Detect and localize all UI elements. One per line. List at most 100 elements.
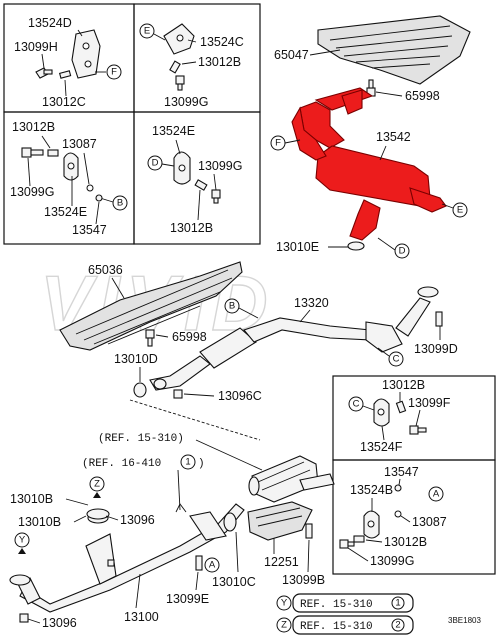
label-13547-r2: 13547 — [384, 465, 419, 479]
callout-c-box-r1 — [348, 396, 364, 412]
svg-text:REF. 15-310: REF. 15-310 — [300, 621, 373, 633]
label-13087-box3: 13087 — [62, 137, 97, 151]
label-13012c: 13012C — [42, 95, 86, 109]
svg-text:1: 1 — [395, 598, 400, 609]
svg-text:D: D — [152, 158, 159, 169]
label-13010c: 13010C — [212, 575, 256, 589]
hanger-13524b — [363, 510, 380, 539]
bushing-13012b-box4 — [194, 179, 208, 191]
label-13524d: 13524D — [28, 16, 72, 30]
label-13099g-r2: 13099G — [370, 554, 414, 568]
gasket-13010d — [133, 382, 147, 398]
drawing-code: 3BE1803 — [448, 616, 481, 625]
bushing-13012b-box2 — [169, 60, 181, 74]
label-13099g-box4: 13099G — [198, 159, 242, 173]
svg-text:): ) — [198, 458, 205, 470]
label-13524c: 13524C — [200, 35, 244, 49]
callout-f-box1 — [106, 64, 122, 80]
label-13100: 13100 — [124, 610, 159, 624]
label-13542: 13542 — [376, 130, 411, 144]
svg-text:REF. 15-310: REF. 15-310 — [300, 599, 373, 611]
label-12251: 12251 — [264, 555, 299, 569]
nut-13096-pipe — [107, 559, 115, 567]
svg-text:C: C — [353, 399, 360, 410]
callout-y-bottom — [14, 532, 30, 548]
bolt-13099d — [435, 311, 443, 327]
ref-15-310-top: (REF. 15-310) — [98, 433, 184, 445]
nut-13096-bottom — [19, 613, 29, 623]
nut-13096c — [173, 389, 183, 399]
ref-arrow-16-410 — [175, 503, 187, 513]
label-13012b-box4: 13012B — [170, 221, 213, 235]
label-13010d: 13010D — [114, 352, 158, 366]
label-13012b-r1: 13012B — [382, 378, 425, 392]
label-65998-mid: 65998 — [172, 330, 207, 344]
label-13099e: 13099E — [166, 592, 209, 606]
bracket-13524d — [71, 29, 101, 79]
label-13524e-box4: 13524E — [152, 124, 195, 138]
bushing-13012b-box3 — [47, 149, 59, 157]
label-13096c: 13096C — [218, 389, 262, 403]
svg-text:Z: Z — [281, 620, 287, 631]
callout-a-bottom — [204, 557, 220, 573]
svg-text:Y: Y — [281, 598, 288, 609]
catalytic-converter — [248, 455, 335, 503]
svg-text:A: A — [433, 489, 440, 500]
detail-box-13524b — [332, 459, 496, 575]
bolt-13099g-box2 — [175, 75, 185, 91]
bolt-13099g-box3 — [21, 147, 44, 158]
under-shield-12251 — [247, 501, 313, 541]
svg-text:E: E — [457, 205, 463, 216]
svg-text:C: C — [393, 354, 400, 365]
label-13524b: 13524B — [350, 483, 393, 497]
svg-text:A: A — [209, 560, 216, 571]
hanger-13524e-box4 — [173, 151, 191, 185]
svg-text:D: D — [399, 246, 406, 257]
washer-13087-box3 — [86, 184, 94, 192]
label-13524f: 13524F — [360, 440, 403, 454]
heat-shield-65036 — [59, 261, 243, 351]
label-13099f: 13099F — [408, 396, 451, 410]
label-13012b-box2: 13012B — [198, 55, 241, 69]
hanger-13524f — [373, 398, 390, 427]
svg-text:E: E — [144, 26, 150, 37]
svg-text:Y: Y — [19, 535, 26, 546]
bracket-13524c — [163, 23, 195, 55]
label-13087-r2: 13087 — [412, 515, 447, 529]
nut-13547-r2 — [394, 484, 402, 492]
bushing-13012c — [58, 70, 72, 79]
bolt-65998-top — [366, 79, 376, 97]
front-pipe-13100 — [9, 503, 245, 613]
callout-e-main — [452, 202, 468, 218]
bolt-13099b — [305, 523, 313, 539]
bolt-13099h — [35, 67, 53, 79]
label-65036: 65036 — [88, 263, 123, 277]
label-65998-top: 65998 — [405, 89, 440, 103]
heat-shield-65047 — [317, 15, 471, 85]
bolt-13099g-box4 — [211, 189, 221, 204]
main-muffler-13542 — [291, 87, 447, 241]
legend-z: Z REF. 15-310 2 — [276, 615, 414, 635]
label-13012b-r2: 13012B — [384, 535, 427, 549]
label-13096: 13096 — [120, 513, 155, 527]
bolt-13099e — [195, 555, 203, 571]
nut-13547-box3 — [95, 194, 103, 202]
svg-text:2: 2 — [395, 620, 400, 631]
bushing-13012b-r1 — [395, 400, 407, 414]
svg-text:Z: Z — [94, 479, 100, 490]
svg-text:B: B — [229, 301, 235, 312]
callout-d-box4 — [147, 155, 163, 171]
callout-b-box3 — [112, 195, 128, 211]
bushing-13012b-r2 — [353, 535, 365, 543]
svg-text:B: B — [117, 198, 123, 209]
label-13010e: 13010E — [276, 240, 319, 254]
svg-text:1: 1 — [185, 457, 190, 468]
label-13524e-box3: 13524E — [44, 205, 87, 219]
label-13010b-a: 13010B — [10, 492, 53, 506]
callout-b-pipe — [224, 298, 240, 314]
label-65047: 65047 — [274, 48, 309, 62]
bolt-13099f — [409, 425, 427, 435]
label-13099g-box2: 13099G — [164, 95, 208, 109]
gasket-13010e — [347, 241, 365, 251]
callout-c-pipe — [388, 351, 404, 367]
